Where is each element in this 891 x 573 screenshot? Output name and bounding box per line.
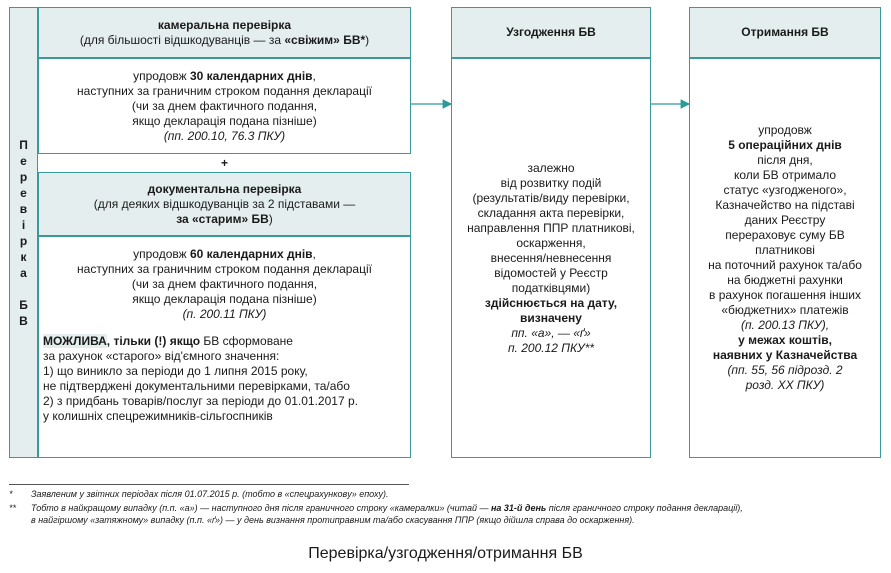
otr-l3: коли БВ отримало [733, 168, 837, 182]
kameralna-line4: якщо декларація подана пізніше) [132, 113, 317, 128]
dokumentalna-maybe-block: МОЖЛИВА, тільки (!) якщо БВ сформоване з… [39, 334, 410, 424]
vertical-label-letter: а [20, 265, 27, 280]
vertical-label-letter: в [19, 201, 28, 216]
maybe-line3: 1) що виникло за періоди до 1 липня 2015… [43, 364, 308, 378]
otr-r3: розд. ХХ ПКУ) [745, 378, 825, 392]
otr-l5: Казначейство на підставі [715, 198, 855, 212]
dokumentalna-line4: якщо декларація подана пізніше) [132, 292, 317, 306]
otrymannia-header: Отримання БВ [689, 7, 881, 58]
footnote-2: **Тобто в найкращому випадку (п.п. «а») … [9, 503, 743, 525]
otr-b3: наявних у Казначейства [712, 348, 858, 362]
vertical-label-letter: і [21, 217, 26, 232]
dokumentalna-line2: наступних за граничним строком подання д… [77, 262, 372, 276]
vertical-label-letter: к [20, 249, 27, 264]
dokumentalna-subtitle2: за «старим» БВ) [176, 211, 273, 226]
vertical-label-letter: р [19, 233, 28, 248]
kameralna-subtitle: (для більшості відшкодуванців — за «свіж… [79, 32, 370, 47]
maybe-line1: МОЖЛИВА, тільки (!) якщо БВ сформоване [43, 334, 293, 348]
vertical-label-letter: Б [19, 297, 28, 312]
uzg-l6: оскарження, [516, 235, 586, 250]
dokumentalna-line3: (чи за днем фактичного подання, [131, 277, 318, 291]
otr-l11: в рахунок погашення інших [709, 288, 861, 302]
uzg-l1: залежно [527, 160, 575, 175]
uzg-l4: складання акта перевірки, [477, 205, 625, 220]
otr-r1: (п. 200.13 ПКУ), [740, 318, 830, 332]
kameralna-title: камеральна перевірка [157, 17, 292, 32]
uzgodzhennia-header: Узгодження БВ [451, 7, 651, 58]
otr-l4: статус «узгодженого», [723, 183, 847, 197]
dokumentalna-title: документальна перевірка [147, 181, 302, 196]
maybe-line4: не підтверджені документальними перевірк… [43, 379, 350, 393]
otr-l6: даних Реєстру [744, 213, 826, 227]
otr-l9: на поточний рахунок та/або [708, 258, 862, 272]
otr-l1: упродовж [758, 123, 812, 137]
otrymannia-title: Отримання БВ [741, 25, 829, 39]
otr-b2: у межах коштів, [738, 333, 832, 347]
kameralna-term: упродовж 30 календарних днів, [133, 68, 316, 83]
uzg-l9: податківцями) [511, 280, 591, 295]
uzg-r1: пп. «а», — «ґ» [511, 325, 591, 340]
dokumentalna-ref: (п. 200.11 ПКУ) [182, 307, 267, 321]
uzgodzhennia-title: Узгодження БВ [506, 25, 596, 39]
vertical-label-letter: П [19, 137, 28, 152]
kameralna-line2: наступних за граничним строком подання д… [77, 83, 372, 98]
plus-sign: + [220, 156, 228, 170]
dokumentalna-term: упродовж 60 календарних днів, [133, 247, 316, 261]
otr-l7: перераховує суму БВ [725, 228, 845, 242]
figure-caption: Перевірка/узгодження/отримання БВ [308, 545, 583, 562]
dokumentalna-body: упродовж 60 календарних днів, наступних … [38, 236, 411, 458]
vertical-label-letter: р [19, 169, 28, 184]
uzg-b1: здійснюється на дату, [484, 295, 618, 310]
vertical-label-letter: е [20, 153, 27, 168]
otr-l10: на бюджетні рахунки [727, 273, 843, 287]
uzg-l5: направлення ППР платникові, [467, 220, 635, 235]
footnote-divider [9, 484, 409, 485]
kameralna-body: упродовж 30 календарних днів, наступних … [38, 58, 411, 154]
maybe-line6: у колишніх спецрежимників-сільгоспників [43, 409, 273, 423]
uzg-l7: внесення/невнесення [490, 250, 612, 265]
dokumentalna-header: документальна перевірка (для деяких відш… [38, 172, 411, 236]
uzg-l3: (результатів/виду перевірки, [472, 190, 630, 205]
vertical-label-letter: е [20, 185, 27, 200]
otr-l8: платникові [755, 243, 815, 257]
dokumentalna-subtitle1: (для деяких відшкодуванців за 2 підстава… [93, 196, 356, 211]
kameralna-ref: (пп. 200.10, 76.3 ПКУ) [163, 128, 286, 143]
kameralna-header: камеральна перевірка (для більшості відш… [38, 7, 411, 58]
uzg-r2: п. 200.12 ПКУ** [507, 340, 595, 355]
otrymannia-body: упродовж 5 операційних днів після дня, к… [689, 58, 881, 458]
uzg-b2: визначену [520, 310, 582, 325]
kameralna-line3: (чи за днем фактичного подання, [131, 98, 318, 113]
otr-l2: після дня, [757, 153, 813, 167]
maybe-line5: 2) з придбань товарів/послуг за періоди … [43, 394, 358, 408]
otr-b1: 5 операційних днів [728, 138, 842, 152]
uzgodzhennia-body: залежно від розвитку подій (результатів/… [451, 58, 651, 458]
otr-r2: (пп. 55, 56 підрозд. 2 [727, 363, 843, 377]
otr-l12: «бюджетних» платежів [721, 303, 849, 317]
footnote-1: *Заявленим у звітних періодах після 01.0… [9, 489, 389, 499]
uzg-l8: відомостей у Реєстр [494, 265, 608, 280]
vertical-label-letter: В [19, 313, 28, 328]
maybe-line2: за рахунок «старого» від'ємного значення… [43, 349, 280, 363]
uzg-l2: від розвитку подій [500, 175, 602, 190]
